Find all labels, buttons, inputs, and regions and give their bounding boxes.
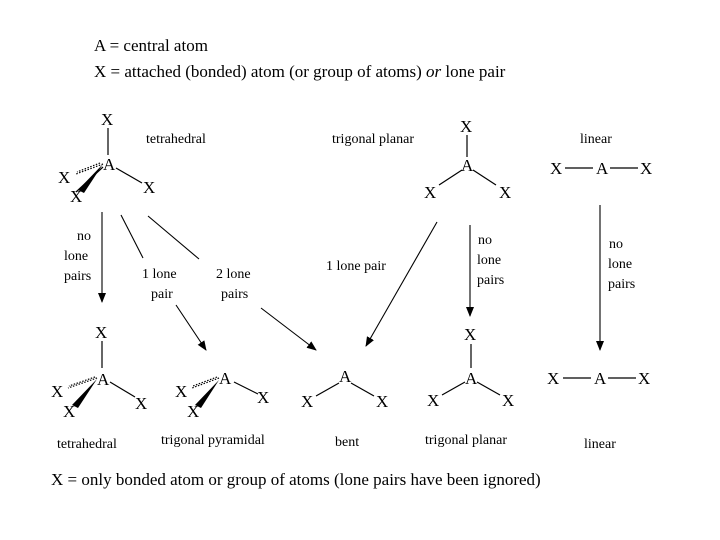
bot-trig-a: A [465,369,478,388]
bottom-tetrahedral-molecule [67,341,136,398]
bot-bent-x-left: X [301,392,313,411]
bot-tetra-a: A [97,370,110,389]
label-one-lone-1-b: pair [151,287,173,302]
label-two-lone-a: 2 lone [216,267,251,282]
footer-note: X = only bonded atom or group of atoms (… [51,470,541,489]
arrow-tetra-one-lone-b [175,304,207,351]
label-no-lone-3-c: pairs [608,277,635,292]
label-two-lone-b: pairs [221,287,248,302]
label-no-lone-1-c: pairs [64,269,91,284]
bot-pyr-x-left: X [175,382,187,401]
bot-tetra-x-right: X [135,394,147,413]
label-no-lone-3-a: no [609,237,623,252]
top-trig-x-left: X [424,183,436,202]
bot-bent-x-right: X [376,392,388,411]
arrow-tetra-one-lone-a [120,214,144,259]
bot-pyr-x-bottom: X [187,402,199,421]
label-one-lone-2: 1 lone pair [326,259,386,274]
top-tetrahedral-wedge [78,164,103,193]
bottom-trigonal-molecule [441,344,501,396]
bot-tetra-x-bottom: X [63,402,75,421]
bottom-pyramidal-molecule [191,376,259,395]
top-lin-x-left: X [550,159,562,178]
top-tetra-x-bottom: X [70,187,82,206]
top-trigonal-molecule [438,135,497,186]
bottom-label-linear: linear [584,437,616,452]
top-tetra-x-top: X [101,110,113,129]
top-tetra-x-left: X [58,168,70,187]
label-no-lone-1-b: lone [64,249,88,264]
top-tetra-x-right: X [143,178,155,197]
bottom-label-trigonal-pyramidal: trigonal pyramidal [161,433,265,448]
top-trig-x-top: X [460,117,472,136]
bot-pyr-a: A [219,369,232,388]
arrow-trig-one-lone [365,221,438,347]
bottom-label-bent: bent [335,435,359,450]
definition-or-word: or [426,62,442,81]
bottom-bent-molecule [315,382,375,397]
arrow-tetra-two-lone-b [260,307,317,351]
bot-lin-x-right: X [638,369,650,388]
bot-pyr-x-right: X [257,388,269,407]
top-label-tetrahedral: tetrahedral [146,132,206,147]
top-lin-x-right: X [640,159,652,178]
definition-attached-atom: X = attached (bonded) atom (or group of … [94,62,505,82]
definition-lone-pair-text: lone pair [441,62,506,81]
label-no-lone-2-a: no [478,233,492,248]
top-label-trigonal-planar: trigonal planar [332,132,414,147]
definition-attached-text: X = attached (bonded) atom (or group of … [94,62,427,81]
bot-lin-a: A [594,369,607,388]
bot-trig-x-top: X [464,325,476,344]
bot-tetra-x-left: X [51,382,63,401]
bot-trig-x-right: X [502,391,514,410]
definition-central-atom: A = central atom [94,36,208,55]
bot-tetra-x-top: X [95,323,107,342]
top-lin-a: A [596,159,609,178]
top-trig-x-right: X [499,183,511,202]
label-no-lone-2-c: pairs [477,273,504,288]
label-one-lone-1-a: 1 lone [142,267,177,282]
bot-trig-x-left: X [427,391,439,410]
top-tetra-a: A [103,155,116,174]
arrow-tetra-two-lone-a [147,215,200,260]
top-label-linear: linear [580,132,612,147]
bot-bent-a: A [339,367,352,386]
bottom-label-trigonal-planar: trigonal planar [425,433,507,448]
bottom-tetrahedral-wedge [72,379,97,408]
label-no-lone-2-b: lone [477,253,501,268]
label-no-lone-3-b: lone [608,257,632,272]
bottom-pyramidal-wedge [195,380,219,408]
bottom-label-tetrahedral: tetrahedral [57,437,117,452]
reaction-arrows [98,205,604,351]
label-no-lone-1-a: no [77,229,91,244]
bot-lin-x-left: X [547,369,559,388]
top-trig-a: A [461,156,474,175]
